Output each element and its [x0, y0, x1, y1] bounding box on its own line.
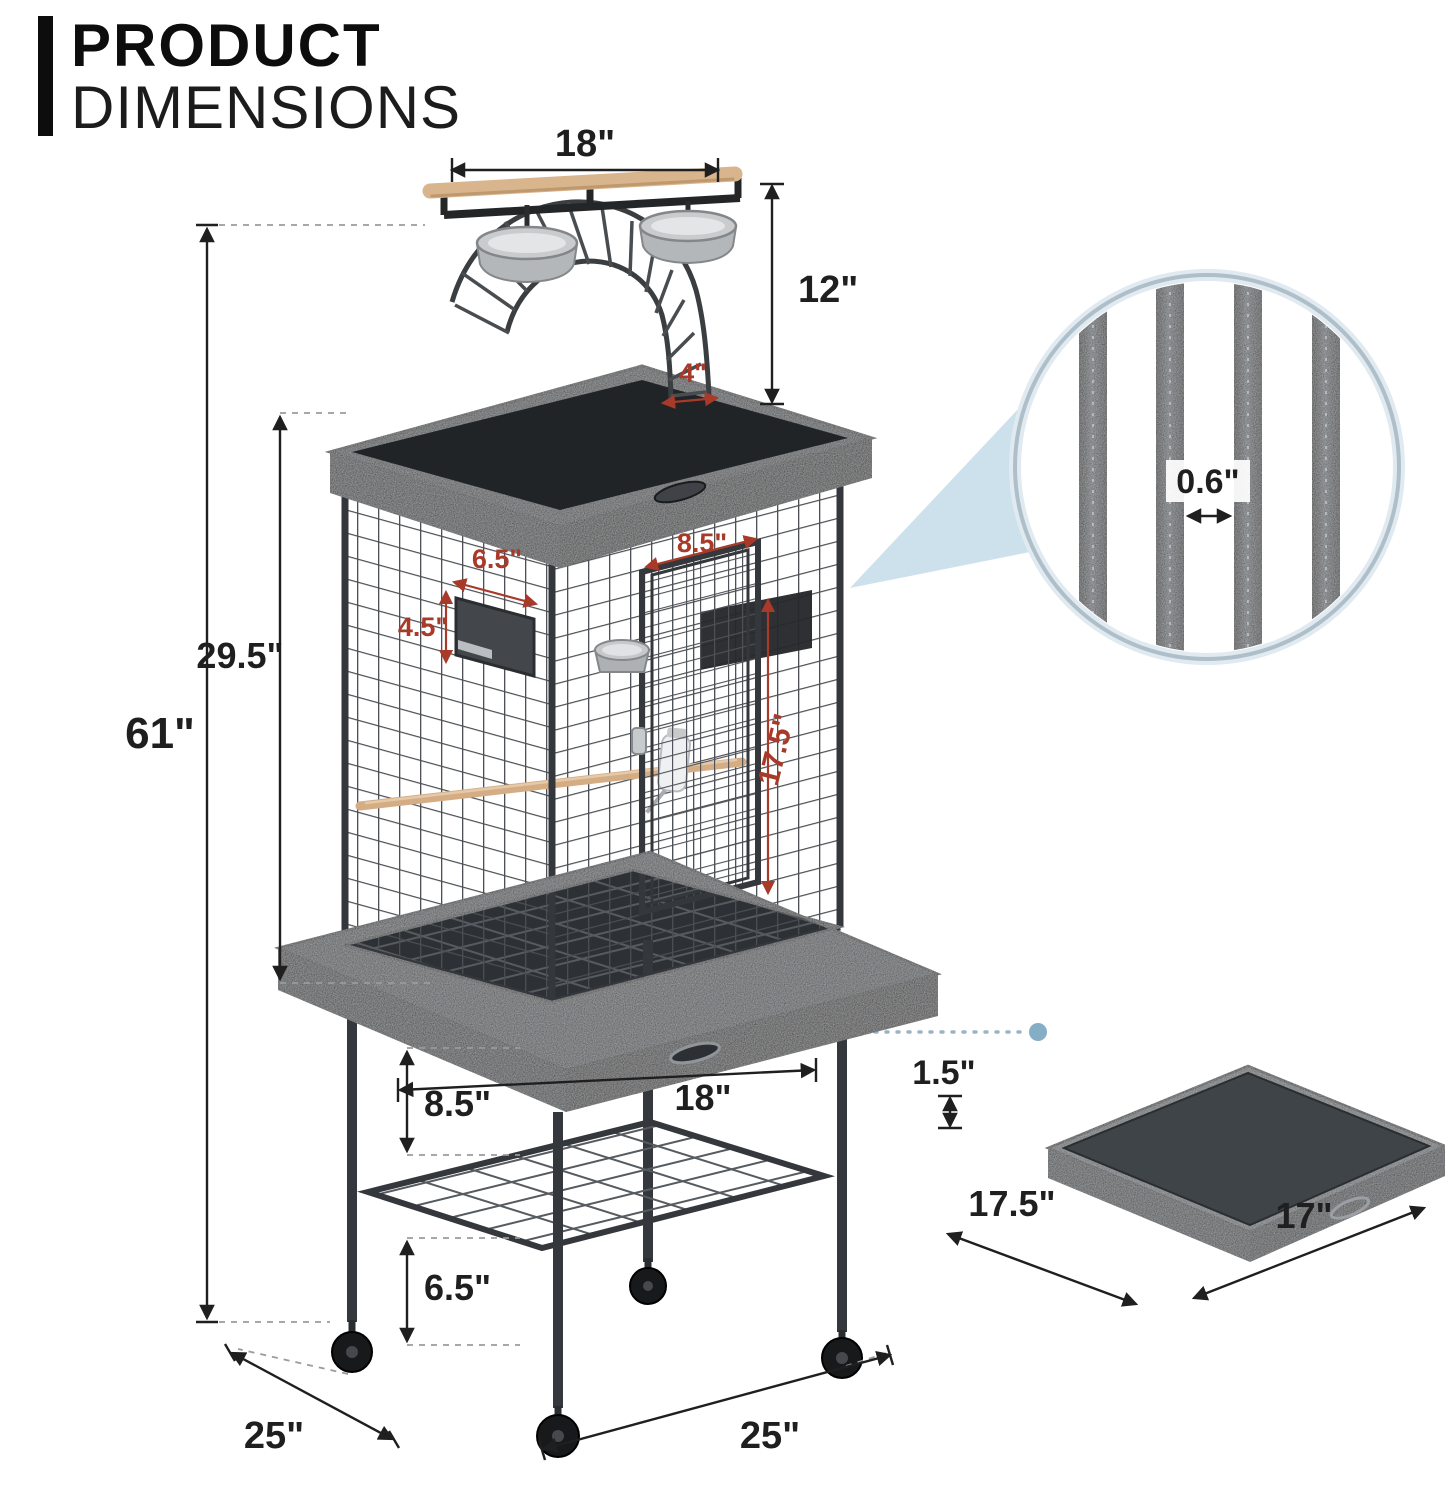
- feeder-cup-left: [475, 225, 579, 284]
- dimension-label-arch-ramp-width: 4": [679, 358, 707, 388]
- zoom-callout-wedge: [850, 390, 1036, 588]
- dimension-label-perch-width: 18": [555, 123, 615, 165]
- stand-shelf: [357, 1118, 836, 1252]
- playtop-perch: [422, 166, 743, 284]
- cage-door: [631, 538, 761, 916]
- side-window-plate: [454, 596, 536, 678]
- dimension-label-cage-height: 29.5": [196, 635, 283, 676]
- caster-wheel-front: [536, 1406, 580, 1458]
- door-latch: [631, 727, 647, 755]
- door-feeder-cup: [593, 639, 651, 673]
- dimension-label-footprint-depth: 25": [244, 1415, 304, 1457]
- feeder-cup-right: [638, 209, 738, 265]
- bird-cage-illustration: [274, 166, 942, 1458]
- title-block: PRODUCT DIMENSIONS: [38, 16, 461, 139]
- caster-wheel-left: [331, 1320, 373, 1373]
- playtop-tray-handle: [653, 480, 707, 504]
- dimension-label-bar-spacing: 0.6": [1176, 463, 1239, 501]
- title-accent-bar: [38, 16, 53, 136]
- dimension-label-tray-width: 17": [1275, 1195, 1332, 1236]
- dimension-label-footprint-width: 25": [740, 1415, 800, 1457]
- pullout-tray: [1044, 1064, 1445, 1262]
- dimension-annotations: 18" 12" 4" 61" 29.5" 6.5" 4.5": [125, 123, 1427, 1461]
- dimension-label-window-height: 4.5": [398, 612, 448, 642]
- dimension-label-base-width: 18": [674, 1077, 731, 1118]
- caster-wheel-back: [629, 1258, 667, 1305]
- bar-spacing-inset: 0.6": [1009, 269, 1405, 665]
- page-title-line1: PRODUCT: [71, 12, 382, 79]
- dimension-label-stand-upper-height: 8.5": [424, 1083, 491, 1124]
- connector-dot-right: [1029, 1023, 1047, 1041]
- dimension-label-window-width: 6.5": [472, 544, 522, 574]
- dimension-label-tray-depth: 17.5": [968, 1183, 1055, 1224]
- playtop-tray: [324, 364, 878, 568]
- slide-out-tray-handle: [669, 1041, 721, 1065]
- dimension-label-playtop-height: 12": [798, 269, 858, 311]
- dimension-label-tray-height: 1.5": [912, 1054, 975, 1092]
- bar-spacing-label-backdrop: [1166, 460, 1250, 502]
- dimension-label-stand-lower-height: 6.5": [424, 1267, 491, 1308]
- dimension-label-total-height: 61": [125, 709, 195, 758]
- page-title-line2: DIMENSIONS: [71, 74, 462, 141]
